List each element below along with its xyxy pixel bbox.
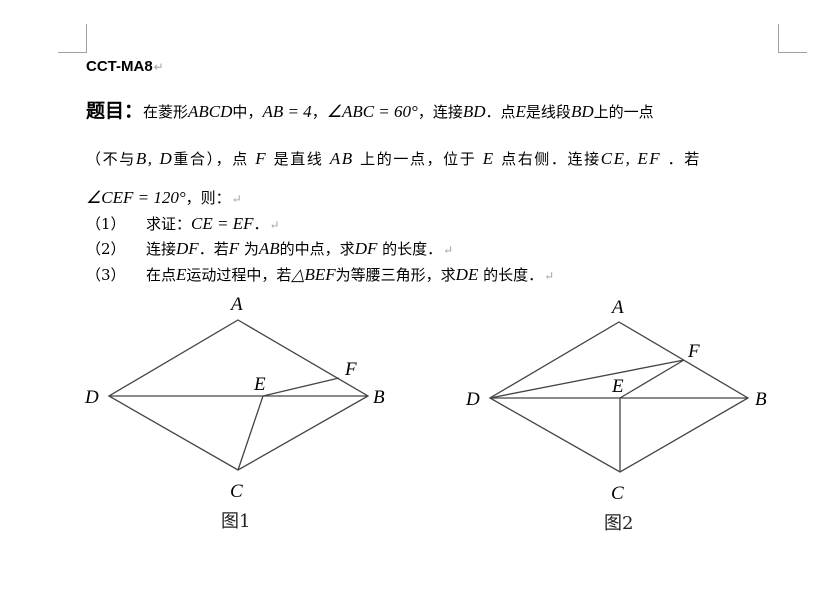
document-code: CCT-MA8↵ — [86, 58, 164, 75]
figure-1-labels: A D B C E F 图1 — [84, 294, 385, 532]
svg-text:D: D — [465, 389, 480, 410]
svg-text:F: F — [344, 359, 357, 380]
figure-2-caption: 图2 — [604, 513, 633, 534]
svg-text:E: E — [611, 376, 624, 397]
svg-text:C: C — [611, 483, 624, 504]
svg-text:A: A — [610, 297, 624, 318]
problem-line-2: （不与B, D重合），点 F 是直线 AB 上的一点，位于 E 点右侧．连接CE… — [86, 149, 701, 168]
figure-1 — [107, 319, 370, 471]
page-corner-mark-top-right — [778, 24, 807, 53]
problem-line-1: 题目：在菱形ABCD中，AB = 4，∠ABC = 60°，连接BD．点E是线段… — [86, 100, 654, 122]
paragraph-mark-icon: ↵ — [153, 60, 164, 74]
figure-2-labels: A D B C E F 图2 — [465, 297, 767, 534]
problem-line-3: ∠CEF = 120°，则：↵ — [86, 188, 242, 207]
question-3: （3）在点E运动过程中，若△BEF为等腰三角形，求DE 的长度．↵ — [86, 265, 555, 284]
paragraph-mark-icon: ↵ — [231, 192, 242, 206]
svg-text:B: B — [373, 387, 385, 408]
svg-text:A: A — [229, 294, 243, 315]
problem-label: 题目： — [86, 100, 144, 122]
question-2: （2）连接DF．若F 为AB的中点，求DF 的长度．↵ — [86, 239, 454, 258]
svg-text:B: B — [755, 389, 767, 410]
figure-2 — [488, 321, 750, 473]
svg-text:D: D — [84, 387, 99, 408]
page-corner-mark-top-left — [58, 24, 87, 53]
question-1: （1）求证：CE = EF．↵ — [86, 214, 280, 233]
svg-text:E: E — [253, 374, 266, 395]
figure-1-caption: 图1 — [221, 511, 250, 532]
svg-text:C: C — [230, 481, 243, 502]
svg-text:F: F — [687, 341, 700, 362]
